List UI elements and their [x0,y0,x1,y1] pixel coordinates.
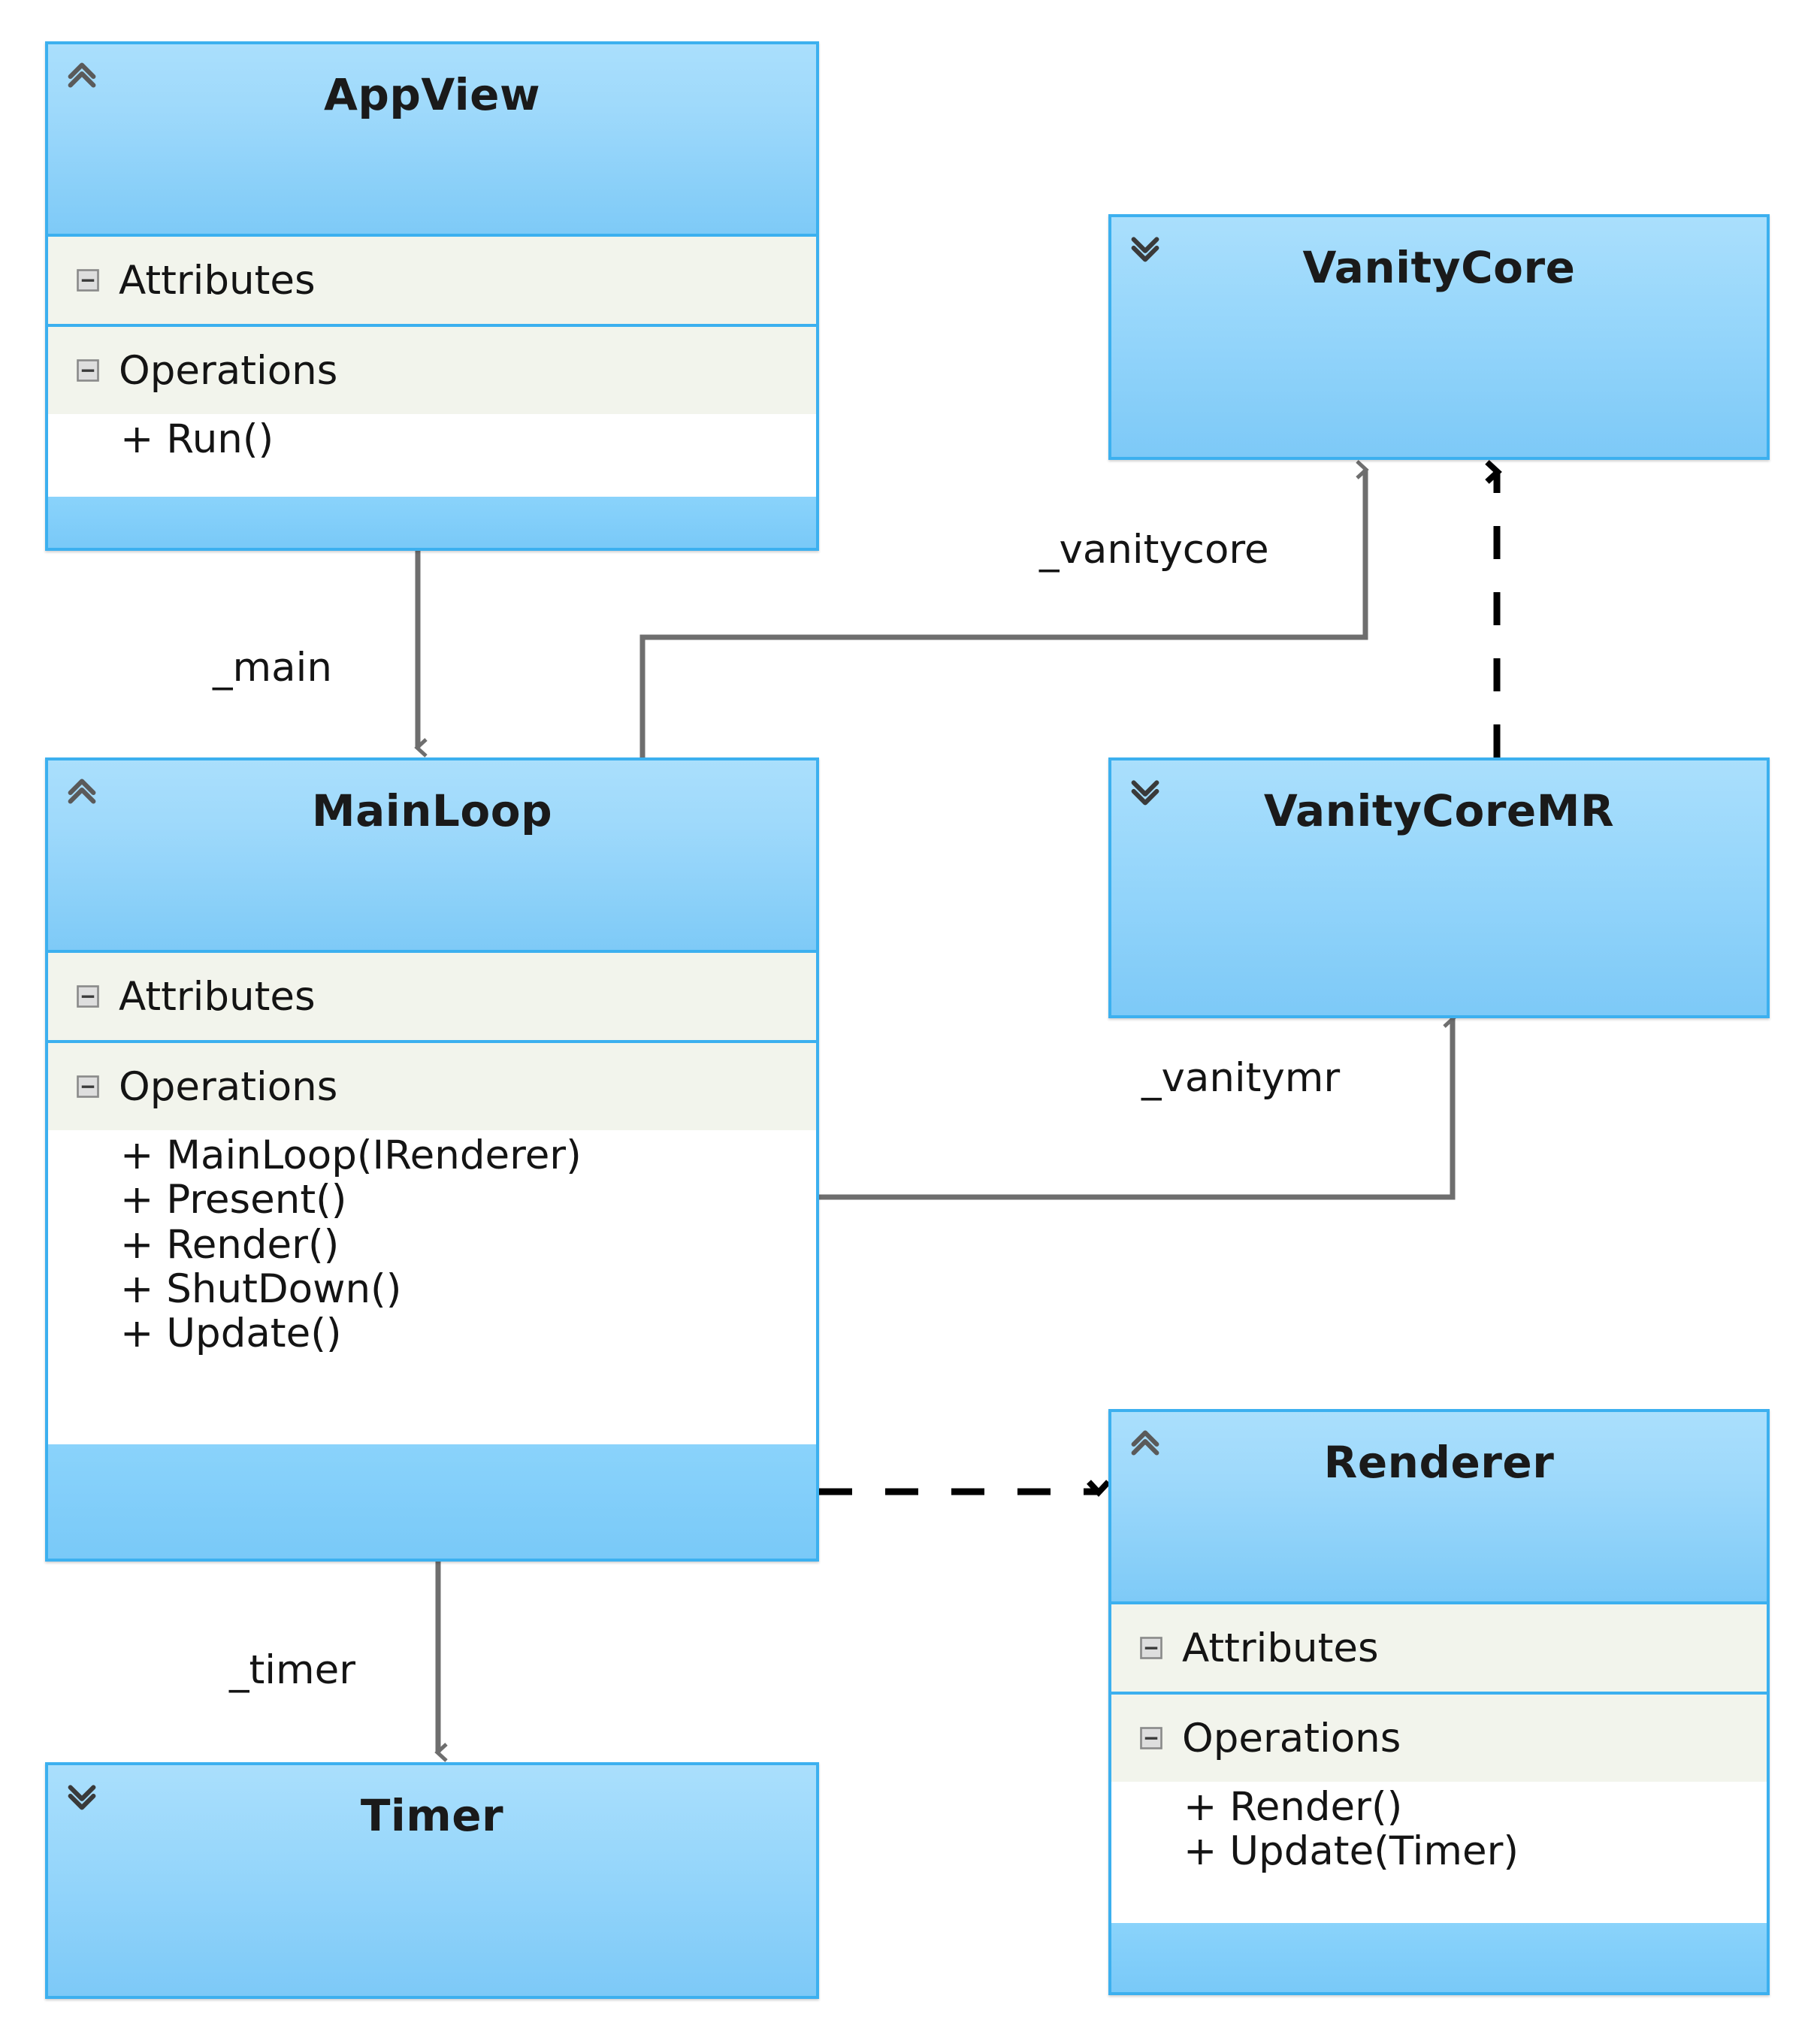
uml-class-mainloop[interactable]: MainLoop Attributes Operations + MainLoo… [45,757,819,1562]
class-name-timer: Timer [360,1790,504,1841]
class-header-appview: AppView [48,44,816,234]
class-member[interactable]: + Render() [120,1221,340,1268]
section-label-attributes-mainloop: Attributes [119,973,316,1020]
class-member[interactable]: + Update(Timer) [1184,1828,1519,1875]
chevron-double-down-icon[interactable] [1128,774,1162,809]
class-header-vanitycoremr: VanityCoreMR [1111,760,1767,1015]
section-operations-mainloop[interactable]: Operations [48,1040,816,1130]
class-name-appview: AppView [323,69,541,120]
uml-class-renderer[interactable]: Renderer Attributes Operations + Render(… [1108,1409,1770,1995]
uml-class-appview[interactable]: AppView Attributes Operations + Run() [45,41,819,551]
connector-label-timer: _timer [229,1647,356,1693]
connector-vanitymr [818,1008,1456,1200]
chevron-double-down-icon[interactable] [1128,231,1162,265]
class-header-renderer: Renderer [1111,1412,1767,1601]
class-name-mainloop: MainLoop [311,785,553,836]
class-member[interactable]: + Present() [120,1177,347,1223]
class-member[interactable]: + Render() [1184,1784,1403,1830]
class-header-timer: Timer [48,1765,816,1996]
chevron-double-down-icon[interactable] [65,1779,99,1813]
chevron-double-up-icon[interactable] [1128,1426,1162,1460]
class-header-mainloop: MainLoop [48,760,816,950]
collapse-minus-icon[interactable] [77,1075,99,1098]
collapse-minus-icon[interactable] [1140,1637,1162,1659]
uml-class-vanitycoremr[interactable]: VanityCoreMR [1108,757,1770,1018]
connector-label-main: _main [213,645,332,691]
uml-class-timer[interactable]: Timer [45,1762,819,1999]
section-operations-renderer[interactable]: Operations [1111,1692,1767,1782]
class-name-vanitycore: VanityCore [1302,242,1576,293]
section-label-operations-appview: Operations [119,347,338,394]
chevron-double-up-icon[interactable] [65,774,99,809]
section-operations-appview[interactable]: Operations [48,324,816,414]
class-header-vanitycore: VanityCore [1111,217,1767,457]
chevron-double-up-icon[interactable] [65,58,99,92]
connector-label-vanitymr: _vanitymr [1141,1055,1341,1101]
class-member[interactable]: + Update() [120,1311,342,1357]
class-name-renderer: Renderer [1323,1437,1555,1488]
class-name-vanitycoremr: VanityCoreMR [1263,785,1615,836]
class-member[interactable]: + MainLoop(IRenderer) [120,1132,582,1178]
member-list-mainloop: + MainLoop(IRenderer) + Present() + Rend… [48,1130,816,1444]
collapse-minus-icon[interactable] [1140,1727,1162,1749]
uml-class-vanitycore[interactable]: VanityCore [1108,214,1770,460]
section-attributes-appview[interactable]: Attributes [48,234,816,324]
member-list-renderer: + Render() + Update(Timer) [1111,1782,1767,1923]
collapse-minus-icon[interactable] [77,359,99,382]
class-member[interactable]: + ShutDown() [120,1266,402,1313]
class-footer-mainloop [48,1444,816,1559]
member-list-appview: + Run() [48,414,816,497]
section-attributes-mainloop[interactable]: Attributes [48,950,816,1040]
section-attributes-renderer[interactable]: Attributes [1111,1601,1767,1692]
section-label-attributes-appview: Attributes [119,257,316,304]
class-footer-renderer [1111,1923,1767,1992]
section-label-operations-mainloop: Operations [119,1063,338,1110]
section-label-operations-renderer: Operations [1182,1715,1401,1761]
collapse-minus-icon[interactable] [77,269,99,292]
collapse-minus-icon[interactable] [77,985,99,1008]
class-member[interactable]: + Run() [120,416,274,462]
class-footer-appview [48,497,816,548]
connector-label-vanitycore: _vanitycore [1039,527,1269,573]
section-label-attributes-renderer: Attributes [1182,1625,1379,1671]
